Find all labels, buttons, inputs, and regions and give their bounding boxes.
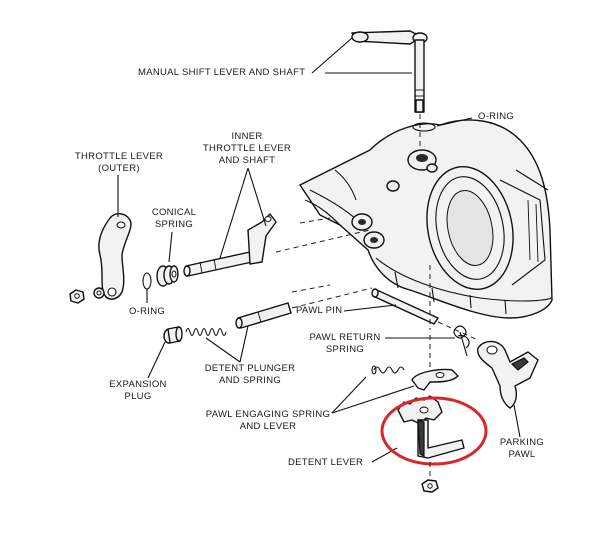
label-parking-line2: PAWL <box>508 449 536 460</box>
label-pawl-pin: PAWL PIN <box>296 305 343 316</box>
detent-plunger-and-spring <box>163 302 292 344</box>
label-pawl-engaging-line1: PAWL ENGAGING SPRING <box>205 409 331 420</box>
label-expansion-line1: EXPANSION <box>109 379 167 390</box>
label-conical-line2: SPRING <box>154 219 194 230</box>
conical-spring-part <box>156 265 179 287</box>
highlight-circle <box>380 396 488 466</box>
label-o-ring-left: O-RING <box>128 306 166 317</box>
label-throttle-outer-line1: THROTTLE LEVER <box>74 151 164 162</box>
manual-shift-lever-and-shaft <box>351 30 428 113</box>
label-o-ring-top: O-RING <box>478 111 515 122</box>
pawl-return-spring-part <box>453 325 470 357</box>
inner-throttle-lever-and-shaft <box>183 213 277 277</box>
o-ring-top-part <box>412 122 436 132</box>
label-detent-lever: DETENT LEVER <box>288 457 364 468</box>
label-throttle-outer-line2: (OUTER) <box>98 163 140 174</box>
label-pawl-return-line2: SPRING <box>325 344 365 355</box>
pawl-pin-part <box>371 288 439 325</box>
label-inner-throttle-line2: THROTTLE LEVER <box>202 143 292 154</box>
throttle-lever-outer <box>98 213 132 300</box>
label-parking-line1: PARKING <box>499 437 545 448</box>
bottom-nut <box>421 462 439 493</box>
label-inner-throttle-line3: AND SHAFT <box>218 155 276 166</box>
label-pawl-engaging-line2: AND LEVER <box>239 421 297 432</box>
label-inner-throttle-line1: INNER <box>231 131 263 142</box>
nut-and-washer <box>69 287 105 304</box>
label-detent-plunger-line1: DETENT PLUNGER <box>204 363 296 374</box>
parking-pawl-part <box>477 340 539 409</box>
label-pawl-return-line1: PAWL RETURN <box>309 332 381 343</box>
detent-lever-part <box>397 395 465 459</box>
o-ring-left-part <box>142 272 152 290</box>
label-conical-line1: CONICAL <box>151 207 197 218</box>
label-detent-plunger-line2: AND SPRING <box>218 375 282 386</box>
transmission-housing <box>299 119 553 319</box>
label-manual-shift-lever: MANUAL SHIFT LEVER AND SHAFT <box>138 67 306 78</box>
label-expansion-line2: PLUG <box>124 391 152 402</box>
pawl-engaging-spring-and-lever <box>371 365 459 391</box>
